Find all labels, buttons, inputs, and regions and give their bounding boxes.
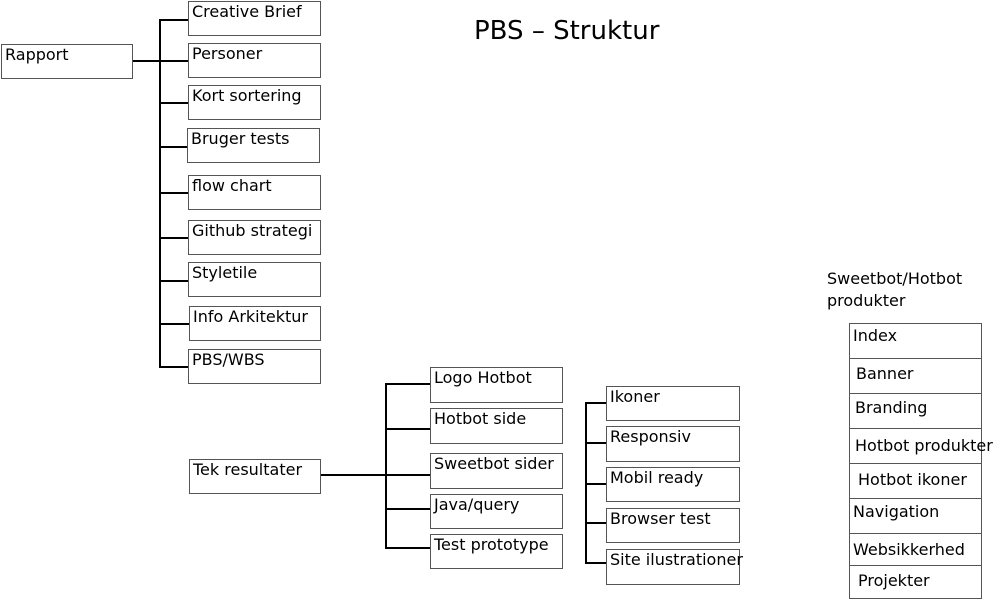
node-rapport-child: Creative Brief <box>188 1 321 36</box>
connector <box>159 323 189 325</box>
connector <box>585 522 607 524</box>
node-sweetbot-item: Branding <box>849 393 982 429</box>
connector <box>385 428 431 430</box>
node-rapport-child: PBS/WBS <box>188 349 321 384</box>
node-tek-child: Mobil ready <box>606 467 740 502</box>
node-sweetbot-item: Projekter <box>849 565 982 599</box>
connector <box>133 60 160 62</box>
sweetbot-label-line: Sweetbot/Hotbot <box>827 269 963 288</box>
node-rapport-child: Bruger tests <box>187 128 320 163</box>
connector <box>585 562 607 564</box>
node-tek-child: Test prototype <box>430 534 563 569</box>
connector <box>159 102 189 104</box>
connector <box>321 474 386 476</box>
connector <box>159 146 189 148</box>
connector <box>385 547 431 549</box>
node-rapport: Rapport <box>1 44 133 79</box>
connector <box>385 383 431 385</box>
node-tek-child: Java/query <box>430 494 563 529</box>
node-tek-child: Hotbot side <box>430 408 563 444</box>
sweetbot-label: Sweetbot/Hotbot produkter <box>827 268 962 311</box>
node-rapport-child: Info Arkitektur <box>189 306 321 341</box>
node-sweetbot-item: Index <box>849 323 982 359</box>
node-tek-child: Browser test <box>606 508 740 543</box>
connector <box>159 366 189 368</box>
diagram-title: PBS – Struktur <box>474 16 660 46</box>
node-tek-child: Ikoner <box>606 386 740 421</box>
connector <box>159 19 189 21</box>
node-rapport-child: Kort sortering <box>188 85 321 120</box>
connector <box>385 383 387 549</box>
connector <box>385 508 431 510</box>
connector <box>159 60 189 62</box>
node-sweetbot-item: Navigation <box>849 498 982 534</box>
node-tek-child: Logo Hotbot <box>430 367 563 403</box>
node-tek-child: Site ilustrationer <box>606 549 743 585</box>
connector <box>585 483 607 485</box>
node-tek-resultater: Tek resultater <box>189 459 321 494</box>
connector <box>385 474 431 476</box>
node-tek-child: Responsiv <box>606 426 740 462</box>
node-sweetbot-item: Websikkerhed <box>849 533 982 566</box>
node-tek-child: Sweetbot sider <box>430 453 563 489</box>
connector <box>159 192 189 194</box>
node-sweetbot-item: Hotbot ikoner <box>849 463 982 499</box>
connector <box>585 402 607 404</box>
node-sweetbot-item: Hotbot produkter <box>849 428 993 464</box>
sweetbot-label-line: produkter <box>827 290 906 310</box>
node-rapport-child: flow chart <box>188 175 321 210</box>
connector <box>159 280 189 282</box>
connector <box>159 237 189 239</box>
node-sweetbot-item: Banner <box>849 358 982 394</box>
connector <box>585 442 607 444</box>
node-rapport-child: Styletile <box>188 262 321 297</box>
node-rapport-child: Personer <box>188 43 321 78</box>
node-rapport-child: Github strategi <box>188 220 321 255</box>
